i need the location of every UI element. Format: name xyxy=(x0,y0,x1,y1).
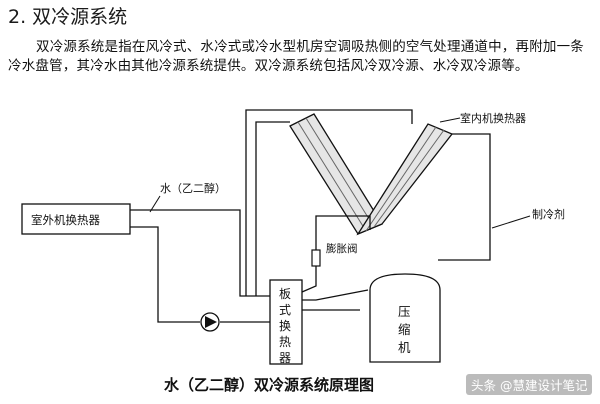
refrigerant-pipe-coil xyxy=(315,215,371,250)
indoor-unit-leader xyxy=(439,117,461,123)
description-paragraph: 双冷源系统是指在风冷式、水冷式或冷水型机房空调吸热侧的空气处理通道中，再附加一条… xyxy=(8,39,584,74)
plate-hx-char-5: 器 xyxy=(279,351,291,365)
refrigerant-pipe-right xyxy=(438,133,491,261)
section-heading: 2. 双冷源系统 xyxy=(8,6,128,28)
refrigerant-label: 制冷剂 xyxy=(532,207,565,221)
water-label: 水（乙二醇） xyxy=(160,181,226,195)
water-pipe-upper xyxy=(130,209,270,297)
refrigerant-leader xyxy=(491,215,531,229)
plate-hx-char-4: 热 xyxy=(279,335,291,349)
plate-hx-char-2: 式 xyxy=(279,303,291,317)
compressor-char-2: 缩 xyxy=(398,322,411,337)
compressor-char-3: 机 xyxy=(398,340,411,355)
water-loop-top xyxy=(245,109,413,296)
refrigerant-pipe-hx-comp xyxy=(302,289,369,301)
water-label-leader xyxy=(149,195,161,213)
expansion-valve-label: 膨胀阀 xyxy=(326,242,358,255)
source-watermark: 头条 @慧建设计笔记 xyxy=(466,374,593,395)
pump-arrow-icon xyxy=(205,316,217,328)
water-pipe-lower xyxy=(130,226,200,323)
indoor-unit-label: 室内机换热器 xyxy=(460,111,526,125)
refrigerant-pipe-valve xyxy=(301,266,317,293)
plate-hx-char-3: 换 xyxy=(279,319,291,333)
compressor-body xyxy=(369,273,441,363)
system-diagram: 室外机换热器 水（乙二醇） 室内机换热器 制冷剂 膨胀阀 板 式 换 热 器 xyxy=(21,109,565,365)
outdoor-unit-box xyxy=(21,203,131,235)
outdoor-unit-label: 室外机换热器 xyxy=(31,213,100,227)
diagram-caption: 水（乙二醇）双冷源系统原理图 xyxy=(164,376,375,394)
water-loop-top-inner xyxy=(255,121,290,296)
indoor-coil xyxy=(289,113,454,236)
expansion-valve-icon xyxy=(311,249,321,267)
compressor-char-1: 压 xyxy=(398,304,411,319)
plate-hx-box xyxy=(269,279,303,365)
plate-hx-char-1: 板 xyxy=(279,287,291,301)
